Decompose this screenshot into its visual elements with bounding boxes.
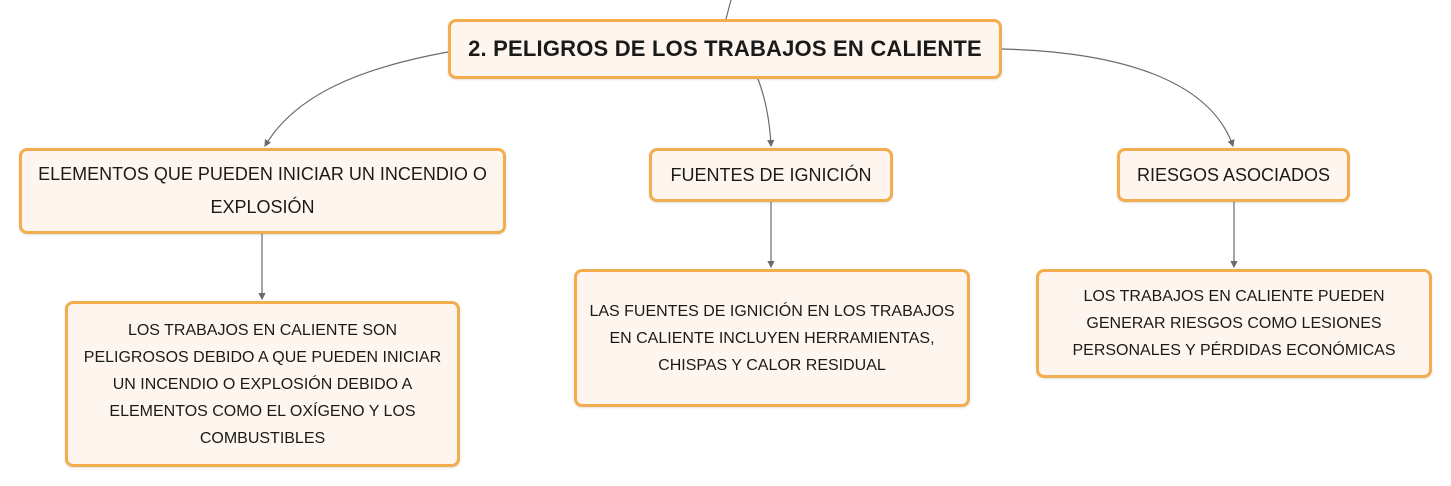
branch-label: RIESGOS ASOCIADOS — [1136, 164, 1331, 185]
branch-node-elementos[interactable]: ELEMENTOS QUE PUEDEN INICIAR UN INCENDIO… — [19, 148, 506, 234]
connector-root-to-branch-3 — [1001, 48, 1235, 148]
root-topic-label: 2. PELIGROS DE LOS TRABAJOS EN CALIENTE — [468, 36, 982, 61]
detail-text: LAS FUENTES DE IGNICIÓN EN LOS TRABAJOS … — [589, 302, 955, 374]
connector-root-to-branch-1 — [264, 51, 449, 148]
branch-node-fuentes[interactable]: FUENTES DE IGNICIÓN — [649, 148, 893, 202]
branch-node-riesgos[interactable]: RIESGOS ASOCIADOS — [1117, 148, 1350, 202]
detail-text: LOS TRABAJOS EN CALIENTE SON PELIGROSOS … — [83, 321, 442, 447]
detail-node-elementos[interactable]: LOS TRABAJOS EN CALIENTE SON PELIGROSOS … — [65, 301, 460, 467]
root-topic-node[interactable]: 2. PELIGROS DE LOS TRABAJOS EN CALIENTE — [448, 19, 1002, 79]
connector-root-to-branch-2 — [757, 78, 775, 148]
connector-parent-to-root — [725, 0, 732, 20]
detail-node-fuentes[interactable]: LAS FUENTES DE IGNICIÓN EN LOS TRABAJOS … — [574, 269, 970, 407]
detail-text: LOS TRABAJOS EN CALIENTE PUEDEN GENERAR … — [1072, 288, 1396, 359]
branch-label: ELEMENTOS QUE PUEDEN INICIAR UN INCENDIO… — [38, 164, 487, 217]
branch-label: FUENTES DE IGNICIÓN — [670, 164, 872, 185]
detail-node-riesgos[interactable]: LOS TRABAJOS EN CALIENTE PUEDEN GENERAR … — [1036, 269, 1432, 378]
